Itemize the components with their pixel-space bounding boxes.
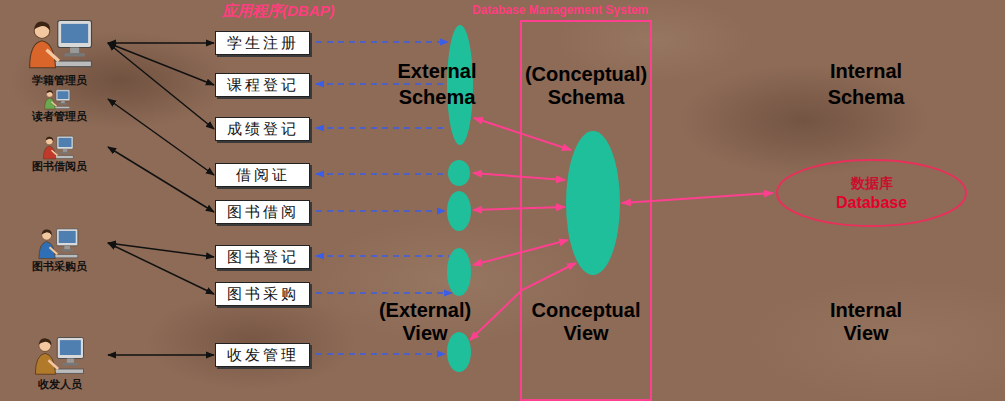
schema-label: Conceptual View	[522, 299, 650, 345]
application-name: 学生注册	[227, 33, 299, 53]
person-icon	[39, 229, 78, 259]
schema-label: (External) View	[369, 299, 481, 345]
mapping-arrow	[474, 118, 571, 150]
user-role: 读者管理员	[12, 88, 107, 124]
role-label: 图书借阅员	[32, 160, 87, 174]
role-link	[108, 43, 214, 129]
application-box: 学生注册	[215, 31, 310, 55]
role-link	[108, 243, 214, 294]
external-view-ellipse	[447, 25, 473, 145]
schema-label: Internal Schema	[810, 58, 922, 110]
role-link	[108, 43, 214, 85]
schema-label: (Conceptual) Schema	[522, 63, 650, 109]
dashed-link	[316, 83, 444, 85]
mapping-arrow	[473, 173, 565, 180]
role-link	[108, 42, 214, 44]
person-icon	[45, 90, 70, 109]
dashed-link	[316, 292, 452, 294]
database-outline	[777, 160, 966, 226]
dashed-link	[316, 41, 448, 43]
database-outline	[775, 158, 968, 228]
application-name: 借阅证	[236, 165, 290, 185]
database-label: 数据库	[851, 175, 893, 193]
person-icon	[35, 338, 83, 375]
application-box: 收发管理	[215, 343, 310, 367]
external-view-ellipse	[447, 332, 471, 372]
application-name: 课程登记	[227, 75, 299, 95]
external-view-ellipse	[448, 160, 470, 186]
dashed-link	[316, 255, 449, 257]
user-role: 图书借阅员	[12, 134, 107, 174]
role-label: 收发人员	[38, 378, 82, 392]
role-label: 读者管理员	[32, 110, 87, 124]
dashed-link	[316, 127, 448, 129]
role-label: 图书采购员	[32, 260, 87, 274]
user-role: 图书采购员	[12, 226, 107, 274]
application-box: 课程登记	[215, 73, 310, 97]
application-box: 借阅证	[215, 163, 310, 187]
external-view-ellipse	[447, 248, 471, 296]
mapping-arrow	[622, 193, 773, 203]
mapping-arrow	[473, 207, 565, 210]
dashed-link	[316, 353, 445, 355]
application-name: 收发管理	[227, 345, 299, 365]
database-ellipse: 数据库Database	[775, 158, 968, 228]
application-box: 成绩登记	[215, 117, 310, 141]
database-label: Database	[836, 193, 907, 212]
section-heading: 应用程序(DBAP)	[222, 2, 335, 21]
external-view-ellipse	[447, 191, 471, 231]
application-box: 图书采购	[215, 282, 310, 306]
user-role: 学籍管理员	[12, 14, 107, 88]
dbms-frame: Database Management System(Conceptual) S…	[520, 20, 652, 401]
person-icon	[30, 21, 92, 68]
dbms-heading: Database Management System	[472, 3, 648, 17]
application-box: 图书登记	[215, 245, 310, 269]
schema-label: Internal View	[810, 299, 922, 345]
application-name: 图书采购	[227, 284, 299, 304]
dashed-link	[316, 173, 446, 175]
role-link	[108, 99, 214, 175]
person-icon	[43, 136, 73, 159]
dashed-link	[316, 210, 445, 212]
role-label: 学籍管理员	[32, 74, 87, 88]
role-link	[108, 354, 214, 356]
edge-layer	[108, 43, 214, 355]
application-name: 图书登记	[227, 247, 299, 267]
role-link	[108, 147, 214, 212]
application-name: 成绩登记	[227, 119, 299, 139]
application-box: 图书借阅	[215, 200, 310, 224]
schema-label: External Schema	[381, 58, 493, 110]
application-name: 图书借阅	[227, 202, 299, 222]
user-role: 收发人员	[12, 334, 107, 392]
conceptual-view-ellipse	[566, 131, 620, 275]
